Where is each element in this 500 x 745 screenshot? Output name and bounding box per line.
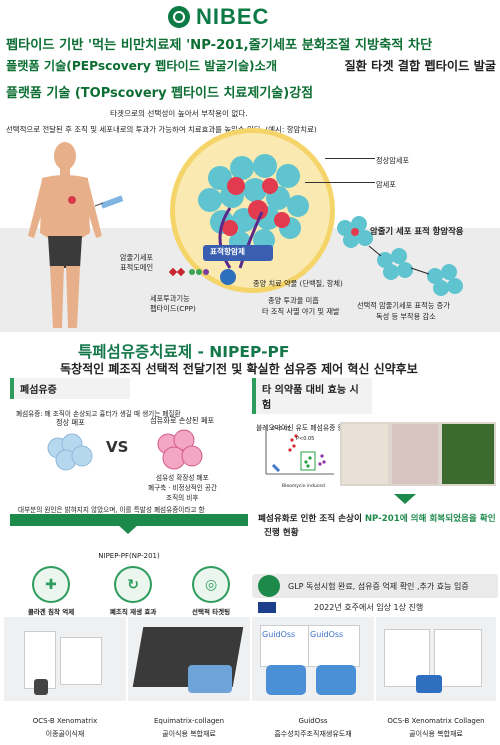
normal-lung-icon [47,433,93,471]
efficacy-header: 타 의약품 대비 효능 시험 [252,378,372,414]
peptide-chain-icon [168,267,236,285]
versus-label: VS [106,438,129,456]
flow-banner [10,514,248,526]
status-row-clinical: 2022년 호주에서 임상 1상 진행 [252,600,498,614]
platform-line-2: 선택적으로 전달된 후 조직 및 세포내로의 투과가 가능하여 치료효과를 높일… [6,125,317,134]
damage-item-2: 폐구축 · 비정상적인 공간 [148,484,218,492]
logo-text: NIBEC [196,4,270,29]
stem-kill-label-2: 독성 등 부작용 감소 [376,312,436,321]
recovery-text-2: NP-201에 의해 회복되었음을 확인 [364,514,496,524]
cpp-label-2: 펩타이드(CPP) [150,304,196,313]
cancer-cell-label: 암세포 [376,180,396,189]
flow-item-label: 폐조직 재생 효과 [109,608,157,616]
nipep-subtitle: 독창적인 폐조직 선택적 전달기전 및 확실한 섬유증 제어 혁신 신약후보 [60,362,418,376]
nipep-title: 특페섬유증치료제 - NIPEP-PF [78,343,290,361]
nibec-logo-icon [168,6,190,28]
flow-item: ✚ 콜라겐 침착 억제 [28,566,74,616]
product-subtitle: 흡수성치주조직재생유도재 [274,730,352,738]
stem-target-label: 암줄기 세포 표적 항암작용 [370,226,464,236]
product-image-ocsb [4,617,126,701]
product-image-ocsb-collagen [376,617,496,701]
targeted-drug-label: 표적항암제 [210,247,245,256]
damaged-lung-label: 섬유화로 손상된 폐포 [150,416,215,425]
normal-lung-label: 정상 폐포 [56,418,85,427]
resist-label-1: 종양 치료 약물 (단백질, 항체) [253,279,343,288]
progress-heading: 진행 현황 [264,528,299,538]
leader-line [325,158,375,159]
australia-flag-icon [258,601,276,613]
arrow-down-icon [394,494,416,504]
status-text-clinical: 2022년 호주에서 임상 1상 진행 [314,602,424,612]
chart-xlabel: Bleomycin induced [282,484,325,489]
fibrosis-header: 폐섬유증 [10,378,130,399]
damage-item-1: 섬유성 확장성 폐포 [156,474,209,482]
product-subtitle: 골이식용 복합재료 [409,730,463,738]
flow-item: ↻ 폐조직 재생 효과 [110,566,156,616]
guidoss-box-label: GuidOss [262,630,296,639]
domain-label-1: 암줄기세포 [120,253,154,262]
flow-items: ✚ 콜라겐 침착 억제 ↻ 폐조직 재생 효과 ◎ 선택적 타겟팅 [10,566,248,616]
flow-item-label: 콜라겐 침착 억제 [27,608,75,616]
domain-label-2: 표적도메인 [120,263,154,272]
flow-item-label: 선택적 타겟팅 [192,608,231,616]
resist-label-2: 종양 투과율 미흡 [268,296,319,305]
status-text-glp: GLP 독성시험 완료, 섬유증 억제 확인 ,추가 효능 입증 [288,581,469,591]
collagen-icon: ✚ [32,566,71,603]
product-name: GuidOss [298,717,328,725]
flow-arrow-icon [117,524,139,534]
product-image-equimatrix [128,617,250,701]
flow-item: ◎ 선택적 타겟팅 [192,566,230,616]
product-subtitle: 골이식용 복합재료 [162,730,216,738]
guidoss-box-label: GuidOss [310,630,344,639]
leader-line [305,182,375,183]
recovery-line: 폐섬유화로 인한 조직 손상이 NP-201에 의해 회복되었음을 확인 [258,512,496,524]
product-name: Equimatrix-collagen [153,717,225,725]
product-image-guidoss: GuidOss GuidOss [252,617,374,701]
product-name: OCS-B Xenomatrix [32,717,98,725]
cpp-label-1: 세포투과기능 [150,294,190,303]
resist-label-3: 타 조직 사멸 야기 및 재발 [262,307,340,316]
fibrosis-description: 폐섬유증: 폐 조직이 손상되고 흉터가 생길 때 생기는 폐질환 [16,410,181,418]
fibrosis-panel: 폐섬유증 폐섬유증: 폐 조직이 손상되고 흉터가 생길 때 생기는 폐질환 정… [10,378,248,514]
subheadline-right: 질환 타겟 결합 펩타이드 발굴 [344,59,496,73]
damage-item-3: 조직의 비후 [166,494,199,502]
fibrosis-footer: 대부분의 원인은 밝혀지지 않았으며, 이를 특발성 폐섬유증이라고 함 [18,506,205,514]
flow-title: NIPEP-PF(NP-201) [98,552,160,560]
status-row-glp: GLP 독성시험 완료, 섬유증 억제 확인 ,추가 효능 입증 [252,574,498,598]
human-body-icon [28,142,102,328]
tumor-cells-graphic [198,154,309,269]
efficacy-chart [265,426,334,475]
recovery-text-1: 폐섬유화로 인한 조직 손상이 [258,514,365,524]
efficacy-panel: 타 의약품 대비 효능 시험 블레오마이신 유도 폐섬유증 동물모델을 이용한 … [252,378,498,490]
platform-line-1: 타겟으로의 선택성이 높아서 부작용이 없다. [110,109,248,118]
headline: 펩타이드 기반 '먹는 비만치료제 'NP-201,줄기세포 분화조절 지방축적… [6,38,433,53]
efficacy-description: 블레오마이신 유도 폐섬유증 동물모델을 이용한 효능 시험 [256,424,420,432]
p-value-2: P<0.05 [296,436,315,442]
section-title-platform: 플랫폼 기술 (TOPscovery 펩타이드 치료제기술)강점 [6,86,314,101]
target-icon: ◎ [192,566,231,603]
p-value-1: P<0.05 [272,426,291,432]
normal-cell-label: 정상암세포 [376,156,410,165]
stem-kill-label-1: 선택적 암줄기세포 표적능 증가 [357,301,450,310]
histology-images [340,422,496,486]
regeneration-icon: ↻ [114,566,153,603]
product-subtitle: 이종골이식재 [45,730,85,738]
logo: NIBEC [168,4,269,30]
stem-cell-clusters [337,216,463,296]
damaged-lung-icon [157,429,203,470]
product-name: OCS-B Xenomatrix Collagen [387,717,485,725]
subheadline-left: 플랫폼 기술(PEPscovery 펩타이드 발굴기술)소개 [6,59,278,73]
microscope-icon [258,575,280,597]
platform-section: 타겟으로의 선택성이 높아서 부작용이 없다. 선택적으로 전달된 후 조직 및… [0,104,500,332]
syringe-icon [95,195,124,209]
